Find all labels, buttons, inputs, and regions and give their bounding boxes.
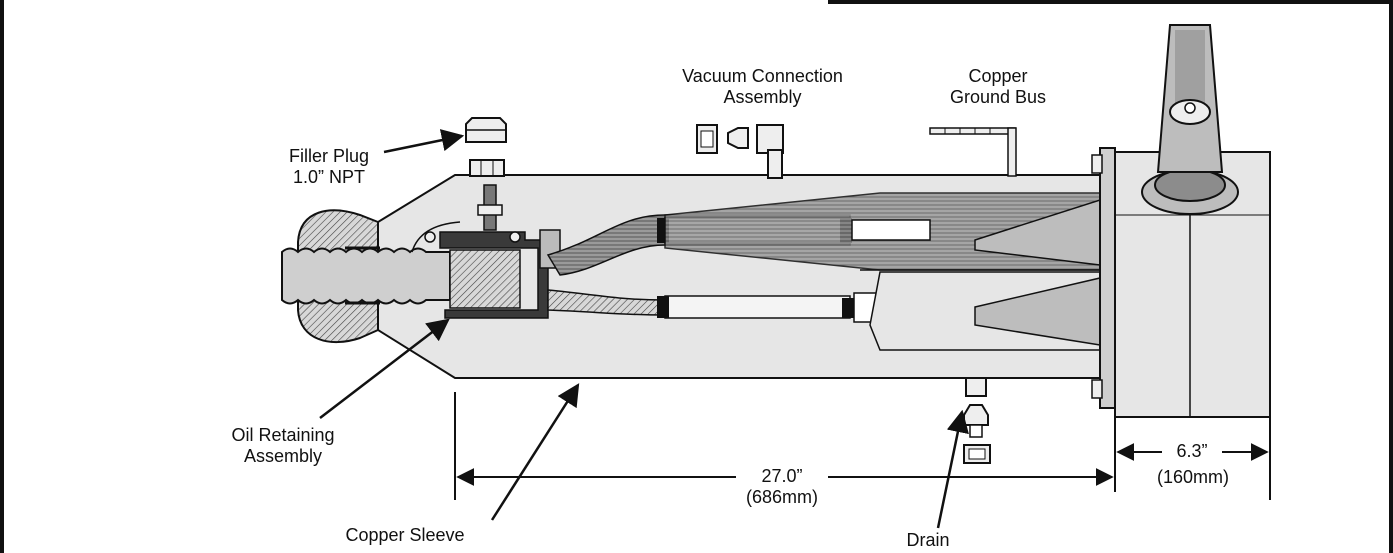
- cable: [281, 247, 451, 305]
- bolt-head: [424, 231, 436, 243]
- dim-width-label: 6.3”: [1176, 441, 1208, 461]
- drain-parts: [963, 377, 991, 464]
- upper-lug-overlay: [851, 219, 931, 241]
- bolt-head: [509, 231, 521, 243]
- leader-oil-retaining: [319, 318, 450, 419]
- bolt-rod: [411, 221, 461, 253]
- leader-filler-plug: [383, 129, 465, 154]
- label-copper-ground-bus: Copper Ground Bus: [949, 66, 1047, 107]
- label-copper-sleeve: Copper Sleeve: [345, 525, 465, 545]
- lower-sleeve: [664, 295, 851, 319]
- leader-drain: [936, 409, 969, 529]
- mounting-flange: [1099, 147, 1116, 409]
- flange-bolt: [1091, 379, 1103, 399]
- copper-ground-bus: [929, 127, 1017, 177]
- label-oil-retaining: Oil Retaining Assembly: [231, 425, 335, 466]
- oil-retaining-block: [449, 249, 521, 309]
- lower-band: [842, 298, 854, 318]
- filler-port-nut: [469, 159, 505, 177]
- label-filler-plug: Filler Plug 1.0” NPT: [288, 146, 370, 187]
- lower-band: [657, 296, 669, 318]
- oil-retaining-assembly: [439, 231, 549, 319]
- dim-width-mm-label: (160mm): [1156, 467, 1229, 487]
- label-drain: Drain: [906, 530, 950, 550]
- dim-length-label: 27.0” (686mm): [745, 466, 818, 507]
- bushing-insulator: [1141, 24, 1239, 215]
- flange-bolt: [1091, 154, 1103, 174]
- label-vacuum-connection: Vacuum Connection Assembly: [682, 66, 843, 107]
- filler-plug: [465, 117, 507, 143]
- vacuum-connection-parts: [696, 124, 784, 179]
- leader-copper-sleeve: [490, 383, 580, 521]
- filler-bolt: [477, 184, 503, 231]
